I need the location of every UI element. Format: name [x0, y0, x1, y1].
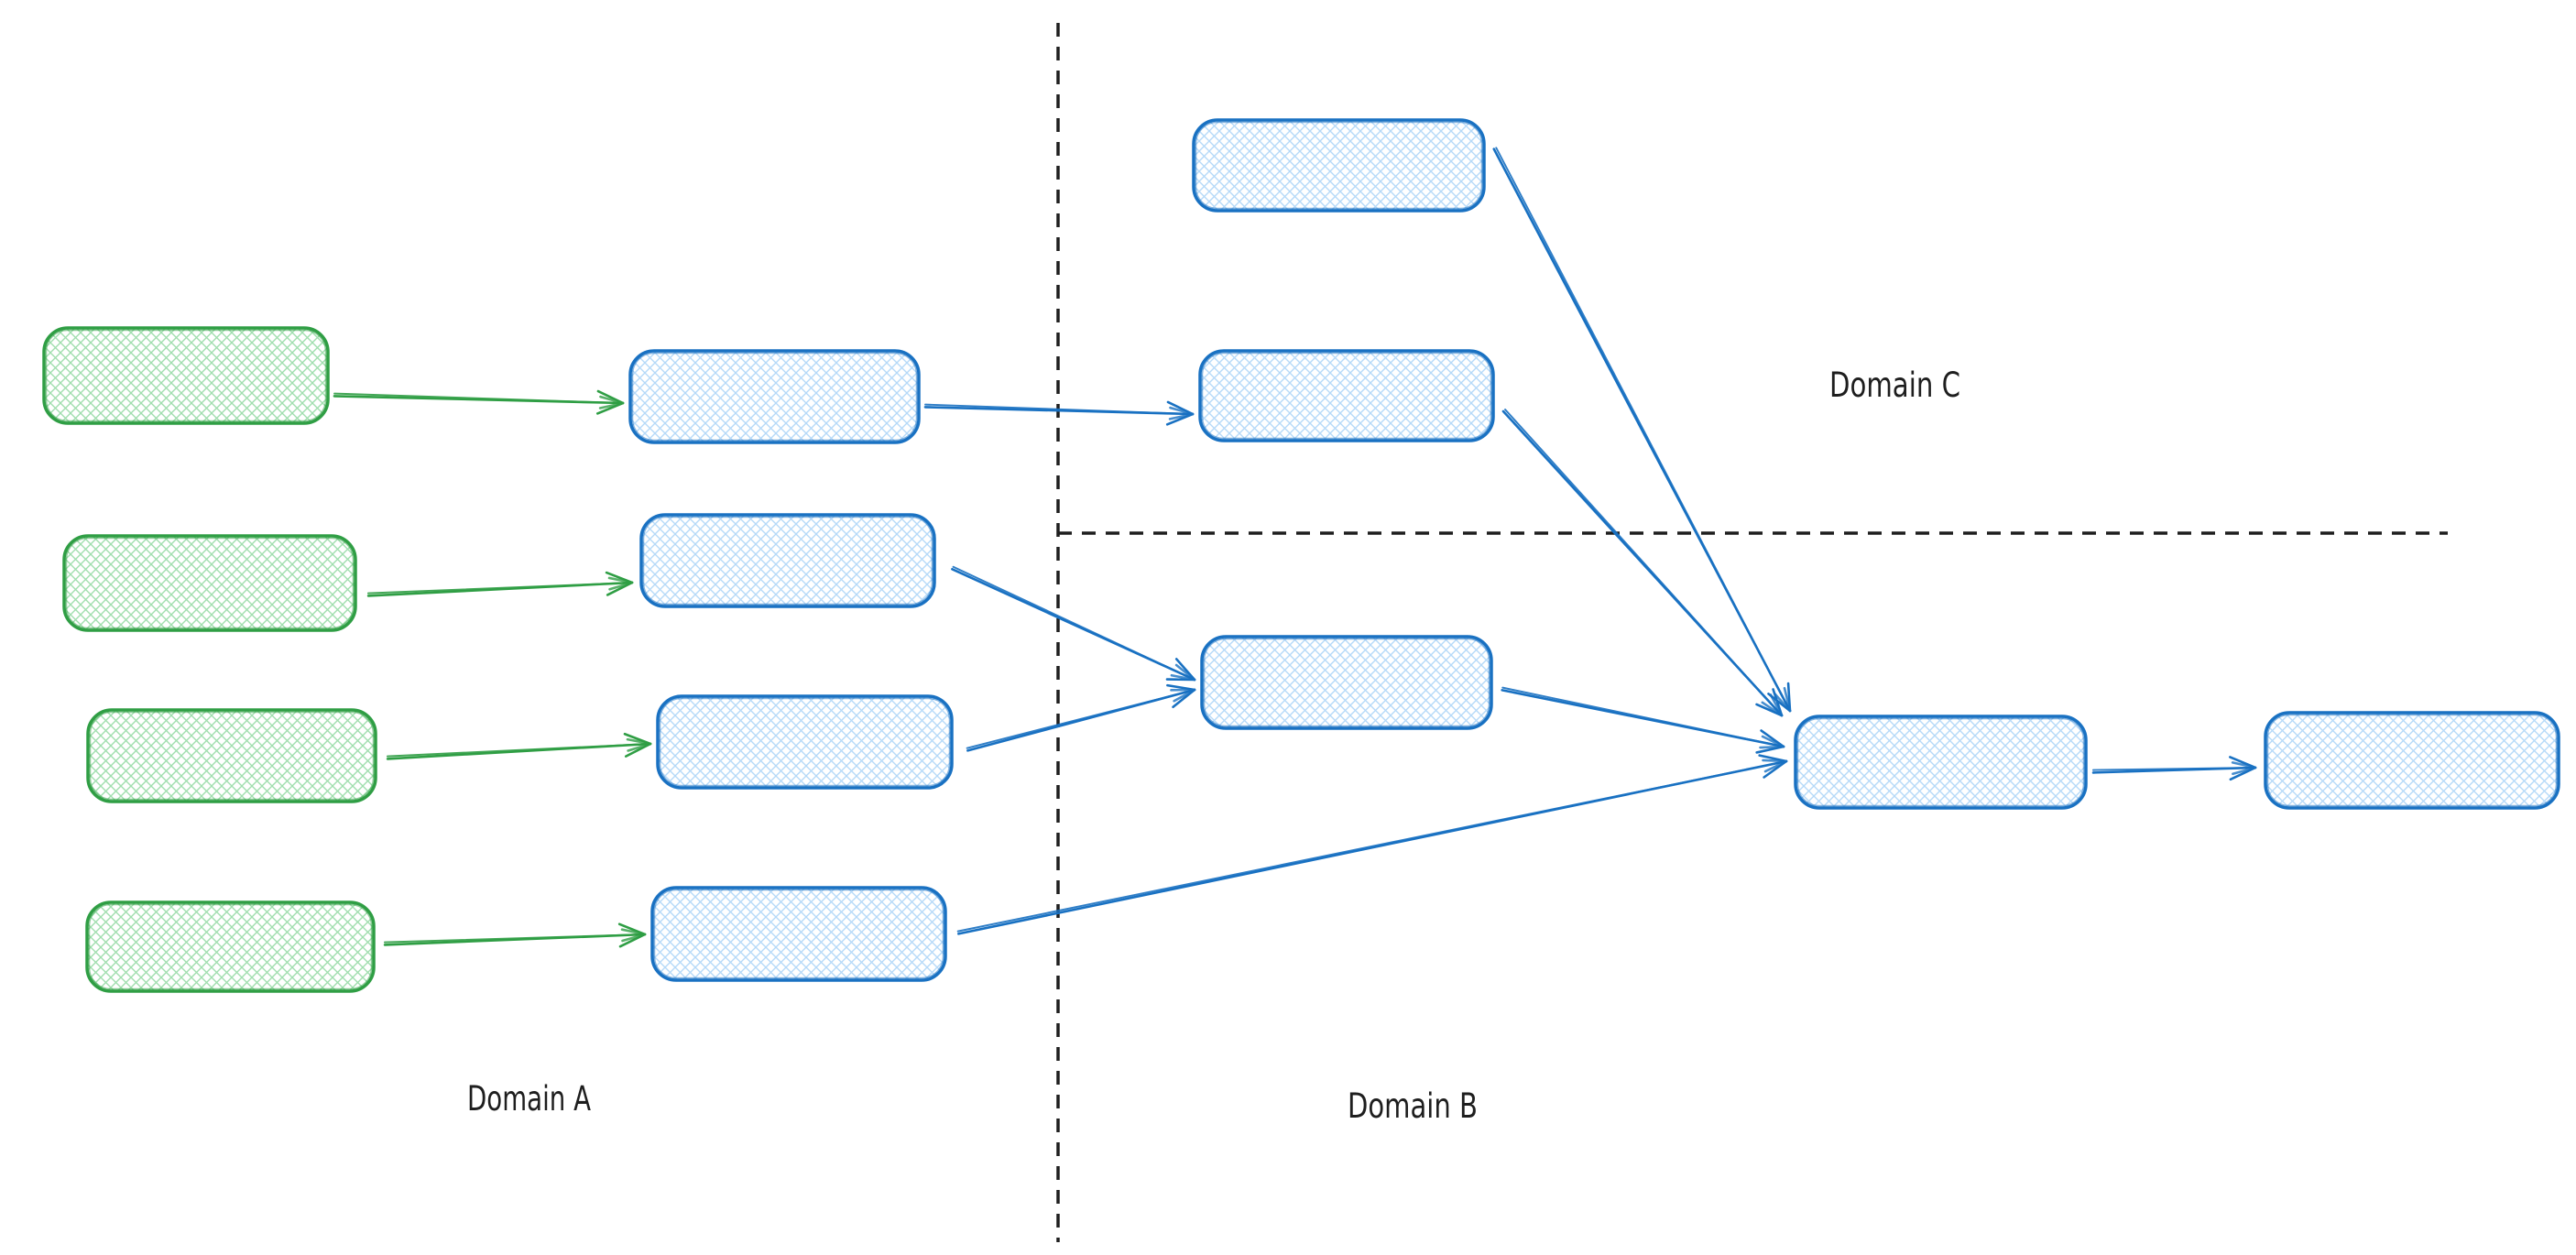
blue-box-a4 [650, 886, 947, 982]
arrow-blueC2-to-aggregate [1501, 409, 1784, 717]
blue-box-a3 [656, 694, 954, 790]
arrow-blueA1-to-blueC2 [923, 400, 1195, 426]
arrow-green4-to-blueA4 [383, 922, 647, 948]
arrow-blueA4-to-aggregate [956, 754, 1788, 935]
blue-box-b1 [1200, 635, 1493, 730]
blue-box-c1 [1192, 118, 1486, 213]
domain-b-label: Domain B [1348, 1086, 1478, 1126]
blue-box-aggregate [1794, 715, 2088, 810]
arrow-aggregate-to-output [2091, 756, 2257, 781]
green-box-1 [42, 326, 330, 425]
domain-a-label: Domain A [467, 1079, 591, 1119]
arrow-blueC1-to-aggregate [1492, 147, 1792, 713]
arrow-green1-to-blueA1 [333, 389, 625, 415]
arrow-blueA2-to-blueB1 [951, 565, 1196, 682]
blue-box-a2 [639, 513, 936, 608]
blue-box-c2 [1198, 349, 1495, 442]
green-box-2 [62, 534, 357, 632]
green-box-4 [85, 900, 376, 993]
arrow-blueB1-to-aggregate [1501, 686, 1785, 754]
blue-box-a1 [628, 349, 921, 444]
arrow-green2-to-blueA2 [366, 571, 634, 597]
arrow-green3-to-blueA3 [386, 732, 652, 760]
domain-c-label: Domain C [1829, 366, 1960, 405]
blue-box-output [2264, 711, 2560, 810]
arrow-blueA3-to-blueB1 [966, 683, 1196, 752]
green-box-3 [86, 708, 377, 803]
